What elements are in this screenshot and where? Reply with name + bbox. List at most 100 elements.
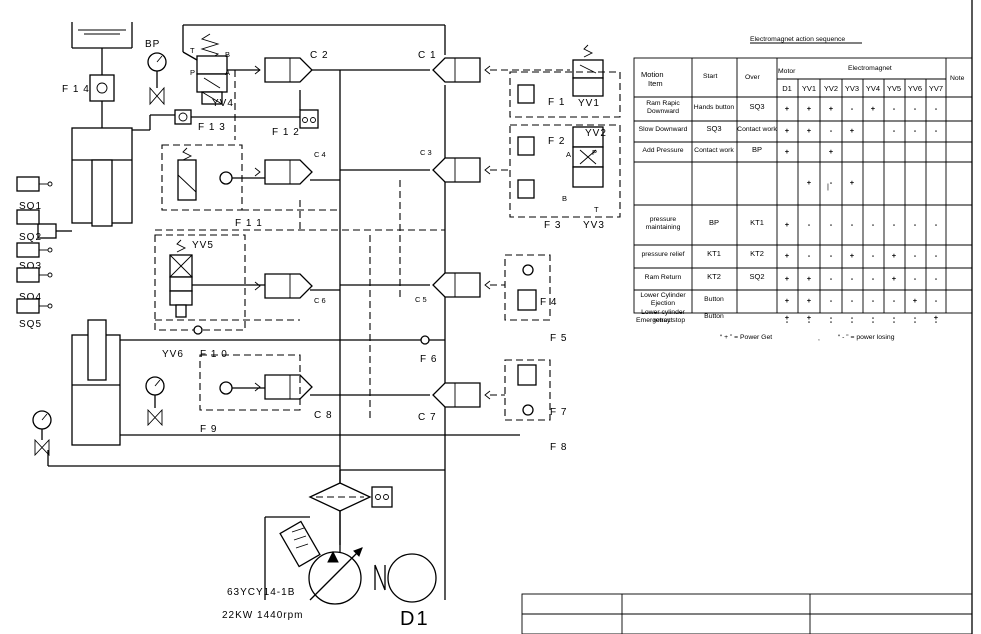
label-f7: F 7 (550, 407, 567, 418)
row-cell-yv2: - (830, 317, 833, 326)
row-cell-yv6: + (913, 296, 918, 305)
row-cell-yv1: + (807, 126, 812, 135)
row-cell-yv1: - (808, 220, 811, 229)
row-item: Downward (647, 108, 679, 115)
label-sq4: SQ4 (19, 292, 42, 303)
row-cell-yv7: - (935, 274, 938, 283)
cartridge-c3: C 3 (420, 148, 491, 183)
row-cell-d1: + (785, 104, 790, 113)
row-cell-yv3: - (851, 220, 854, 229)
row-cell-yv2: - (830, 178, 833, 187)
pump (279, 520, 363, 605)
row-cell-yv3: - (851, 274, 854, 283)
upper-cylinder (71, 114, 175, 227)
row-cell-yv3: + (850, 251, 855, 260)
row-cell-yv6: - (914, 251, 917, 260)
row-cell-yv2: + (829, 104, 834, 113)
row-cell-yv7: - (935, 104, 938, 113)
row-item: Ram Return (645, 274, 682, 281)
label-f1: F 1 (548, 97, 565, 108)
sq3-switch (16, 242, 40, 258)
prefill-valve-f14: F 1 4 (62, 74, 115, 128)
row-cell-yv6: - (914, 126, 917, 135)
head-motion: Motion (641, 70, 664, 79)
row-over: BP (752, 145, 762, 154)
label-c4: C 4 (314, 150, 326, 159)
head-over: Over (745, 74, 760, 81)
legend-plus: “ + ” = Power Get (720, 334, 772, 341)
row-start: Button (704, 313, 724, 320)
label-sq2: SQ2 (19, 232, 42, 243)
row-cell-yv6: - (914, 274, 917, 283)
check-f13: F 1 3 (174, 109, 300, 133)
cartridge-c7: C 7 (418, 382, 491, 423)
table-title: Electromagnet action sequence (750, 36, 845, 43)
subcol-yv4: YV4 (866, 84, 880, 93)
row-cell-yv6: - (914, 317, 917, 326)
row-cell-yv4: - (872, 296, 875, 305)
sq2-switch (16, 209, 40, 225)
cartridge-c5: C 5 (415, 272, 491, 304)
row-item: retract (653, 317, 672, 324)
row-cell-yv4: - (872, 220, 875, 229)
subcol-yv6: YV6 (908, 84, 922, 93)
bp-gauge: BP (145, 39, 167, 106)
label-yv2: YV2 (585, 128, 607, 139)
port-t-yv2: T (594, 205, 599, 214)
row-cell-yv1: + (807, 178, 812, 187)
row-cell-yv7: - (935, 126, 938, 135)
legend-minus: “ - ” = power losing (838, 334, 895, 341)
oil-tank (71, 22, 133, 75)
row-cell-yv7: - (935, 296, 938, 305)
row-cell-yv6: - (914, 220, 917, 229)
main-pressure-lines (47, 24, 520, 600)
label-f3: F 3 (544, 220, 561, 231)
relief-f7: F 7 F 8 (490, 359, 567, 453)
legend-sep: , (818, 335, 820, 342)
label-f10: F 1 0 (200, 349, 228, 360)
row-cell-yv4: - (872, 313, 875, 322)
head-note: Note (950, 75, 965, 82)
row-cell-yv3: - (851, 313, 854, 322)
row-cell-d1: + (785, 220, 790, 229)
row-cell-yv5: - (893, 317, 896, 326)
row-cell-yv7: - (935, 251, 938, 260)
label-f2: F 2 (548, 136, 565, 147)
label-c7: C 7 (418, 412, 437, 423)
valve-yv1: YV1 F 1 (490, 44, 621, 118)
gauge-left (32, 410, 52, 457)
port-a-yv2: A (566, 150, 571, 159)
row-over: SQ2 (749, 272, 764, 281)
cartridge-c2: C 2 (254, 50, 328, 83)
cartridge-c6: C 6 (254, 273, 326, 305)
row-cell-d1: + (785, 147, 790, 156)
label-c8: C 8 (314, 410, 333, 421)
table-row: Emergency stop-------- (636, 317, 938, 326)
label-f5: F 5 (550, 333, 567, 344)
row-cell-yv2: - (830, 274, 833, 283)
port-a-yv4: A (225, 68, 230, 77)
row-cell-yv2: - (830, 313, 833, 322)
valve-yv4: YV4 T B P A (182, 33, 260, 109)
row-item: Add Pressure (642, 147, 683, 154)
row-cell-yv1: + (807, 313, 812, 322)
row-cell-yv3: - (851, 104, 854, 113)
label-yv3: YV3 (583, 220, 605, 231)
port-b-yv2: B (562, 194, 567, 203)
row-item: maintaining (646, 224, 681, 231)
head-motor: Motor (778, 68, 796, 75)
row-cell-yv1: - (808, 251, 811, 260)
row-cell-yv6: - (914, 313, 917, 322)
label-sq1: SQ1 (19, 201, 42, 212)
gauge-lower (145, 376, 165, 427)
block-yv5: YV5 (154, 234, 265, 335)
label-d1: D1 (400, 608, 430, 630)
row-start: Button (704, 296, 724, 303)
